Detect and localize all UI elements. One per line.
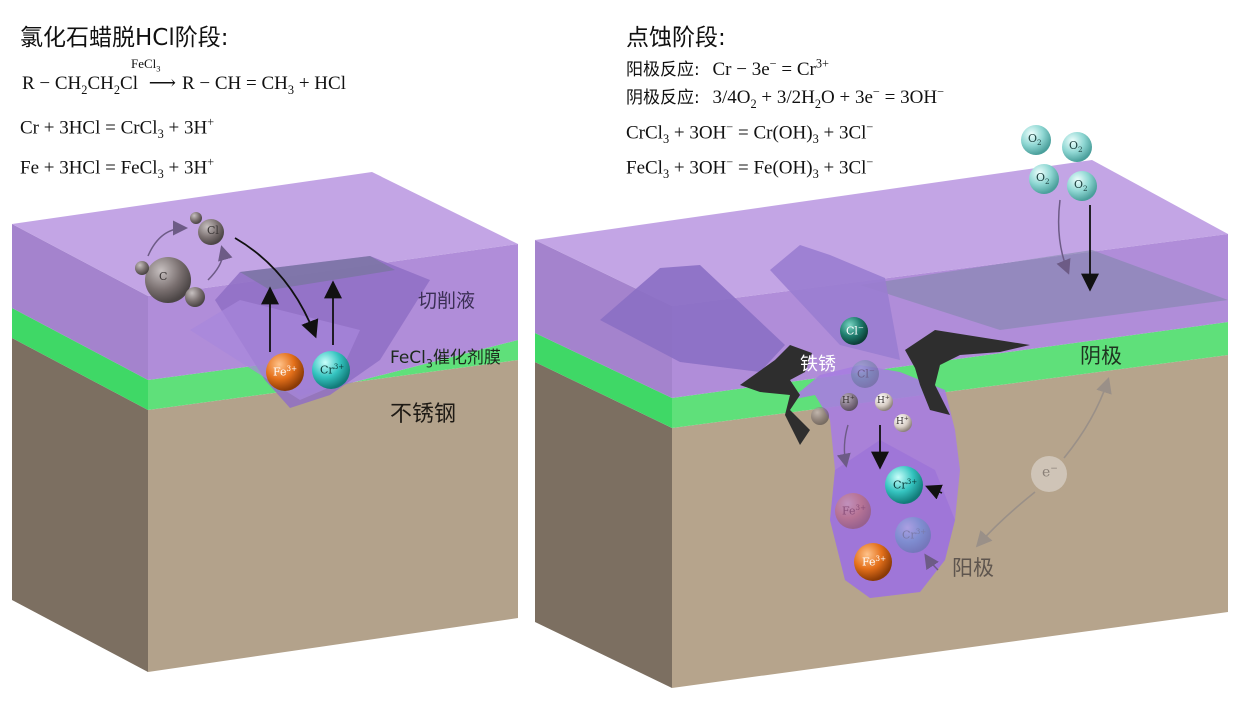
right-film-front: [672, 322, 1228, 428]
pit-h-ion-2: [875, 393, 893, 411]
electron-sphere: [1031, 456, 1067, 492]
pit-cl-ion: [840, 317, 868, 345]
pit-h-ion-label-2: H+: [877, 395, 890, 406]
left-steel-front: [148, 360, 518, 672]
left-fe-ion: [266, 353, 304, 391]
left-cr-ion-label: Cr3+: [320, 362, 345, 377]
pit-cr-ion: [885, 466, 923, 504]
left-eq-3: Fe + 3HCl = FeCl3 + 3H+: [20, 155, 215, 182]
right-title: 点蚀阶段:: [626, 25, 726, 51]
label-rust: 铁锈: [800, 354, 836, 375]
o2-molecule-3: [1029, 164, 1059, 194]
left-fluid-side: [12, 224, 148, 380]
cr-release-arrow-pit: [925, 484, 943, 500]
o2-molecule-1: [1021, 125, 1051, 155]
right-ridge-left: [600, 265, 785, 372]
pit-h-ion-label-3: H+: [896, 416, 909, 427]
label-stainless-steel: 不锈钢: [390, 402, 457, 427]
right-steel-side: [535, 362, 672, 688]
pit-cr-ion-label: Cr3+: [893, 477, 918, 492]
label-cathode: 阴极: [1080, 344, 1122, 368]
o2-label-4: O2: [1074, 178, 1088, 194]
left-curve-arrow-1: [147, 220, 188, 257]
left-groove-shadow: [240, 256, 395, 290]
pit-cr-ion-faded-label: Cr3+: [902, 527, 927, 542]
o2-label-3: O2: [1036, 171, 1050, 187]
chlorinated-paraffin-molecule: [135, 212, 224, 307]
left-steel-side: [12, 338, 148, 672]
right-eq-3: CrCl3 + 3OH− = Cr(OH)3 + 3Cl−: [626, 120, 874, 147]
left-fe-ion-label: Fe3+: [273, 364, 298, 379]
anode-reaction: 阳极反应: Cr − 3e− = Cr3+: [626, 56, 829, 80]
pit-fe-ion-faded-label: Fe3+: [842, 503, 867, 518]
right-eq-4: FeCl3 + 3OH− = Fe(OH)3 + 3Cl−: [626, 155, 874, 182]
hcl-attack-arrow: [234, 237, 319, 339]
left-eq-2: Cr + 3HCl = CrCl3 + 3H+: [20, 115, 215, 142]
pit-h-ion-label-1: H+: [842, 395, 855, 406]
electron-label: e−: [1042, 464, 1058, 481]
rust-deposit-right: [905, 330, 1030, 415]
o2-molecule-4: [1067, 171, 1097, 201]
right-film-side: [535, 333, 672, 428]
pit-fe-ion: [854, 543, 892, 581]
left-title: 氯化石蜡脱HCl阶段:: [20, 25, 229, 51]
left-film-front: [148, 340, 518, 410]
left-eq-1: R − CH2CH2Cl ⟶R − CH = CH3 + HCl: [22, 73, 346, 97]
anode-arrow-pit: [924, 553, 939, 571]
o2-label-2: O2: [1069, 139, 1083, 155]
pit-h-ion-1: [840, 393, 858, 411]
o2-diffusion-arrow-1: [1056, 199, 1071, 275]
label-anode: 阳极: [952, 556, 994, 580]
electron-flow-arrow-up: [1063, 376, 1112, 459]
left-cl-atom-label: Cl: [207, 224, 219, 237]
electron-flow-arrow-down: [975, 491, 1036, 548]
pit-cl-ion-small: [811, 407, 829, 425]
o2-label-1: O2: [1028, 132, 1042, 148]
left-curve-arrow-2: [207, 245, 233, 281]
left-film-side: [12, 308, 148, 410]
pit-fe-ion-label: Fe3+: [862, 554, 887, 569]
cathode-reaction: 阴极反应: 3/4O2 + 3/2H2O + 3e− = 3OH−: [626, 84, 945, 111]
rust-deposit-left: [740, 345, 812, 445]
pit-cl-ion-faded-label: Cl−: [857, 366, 875, 381]
left-cr-ion: [312, 351, 350, 389]
label-catalyst-film: FeCl3催化剂膜: [390, 348, 501, 371]
pit-h-ion-3: [894, 414, 912, 432]
o2-molecule-2: [1062, 132, 1092, 162]
pit-fe-ion-faded: [835, 493, 871, 529]
pit-arrow-faint: [836, 424, 851, 468]
right-surface-inner: [860, 250, 1228, 330]
label-cutting-fluid: 切削液: [418, 290, 476, 312]
right-fluid-top: [535, 160, 1228, 306]
pit-cr-ion-faded: [895, 517, 931, 553]
pit-cl-ion-label: Cl−: [846, 323, 864, 338]
pit-cl-ion-faded: [851, 360, 879, 388]
left-c-atom-label: C: [159, 270, 168, 283]
catalyst-label: FeCl3: [131, 56, 161, 74]
